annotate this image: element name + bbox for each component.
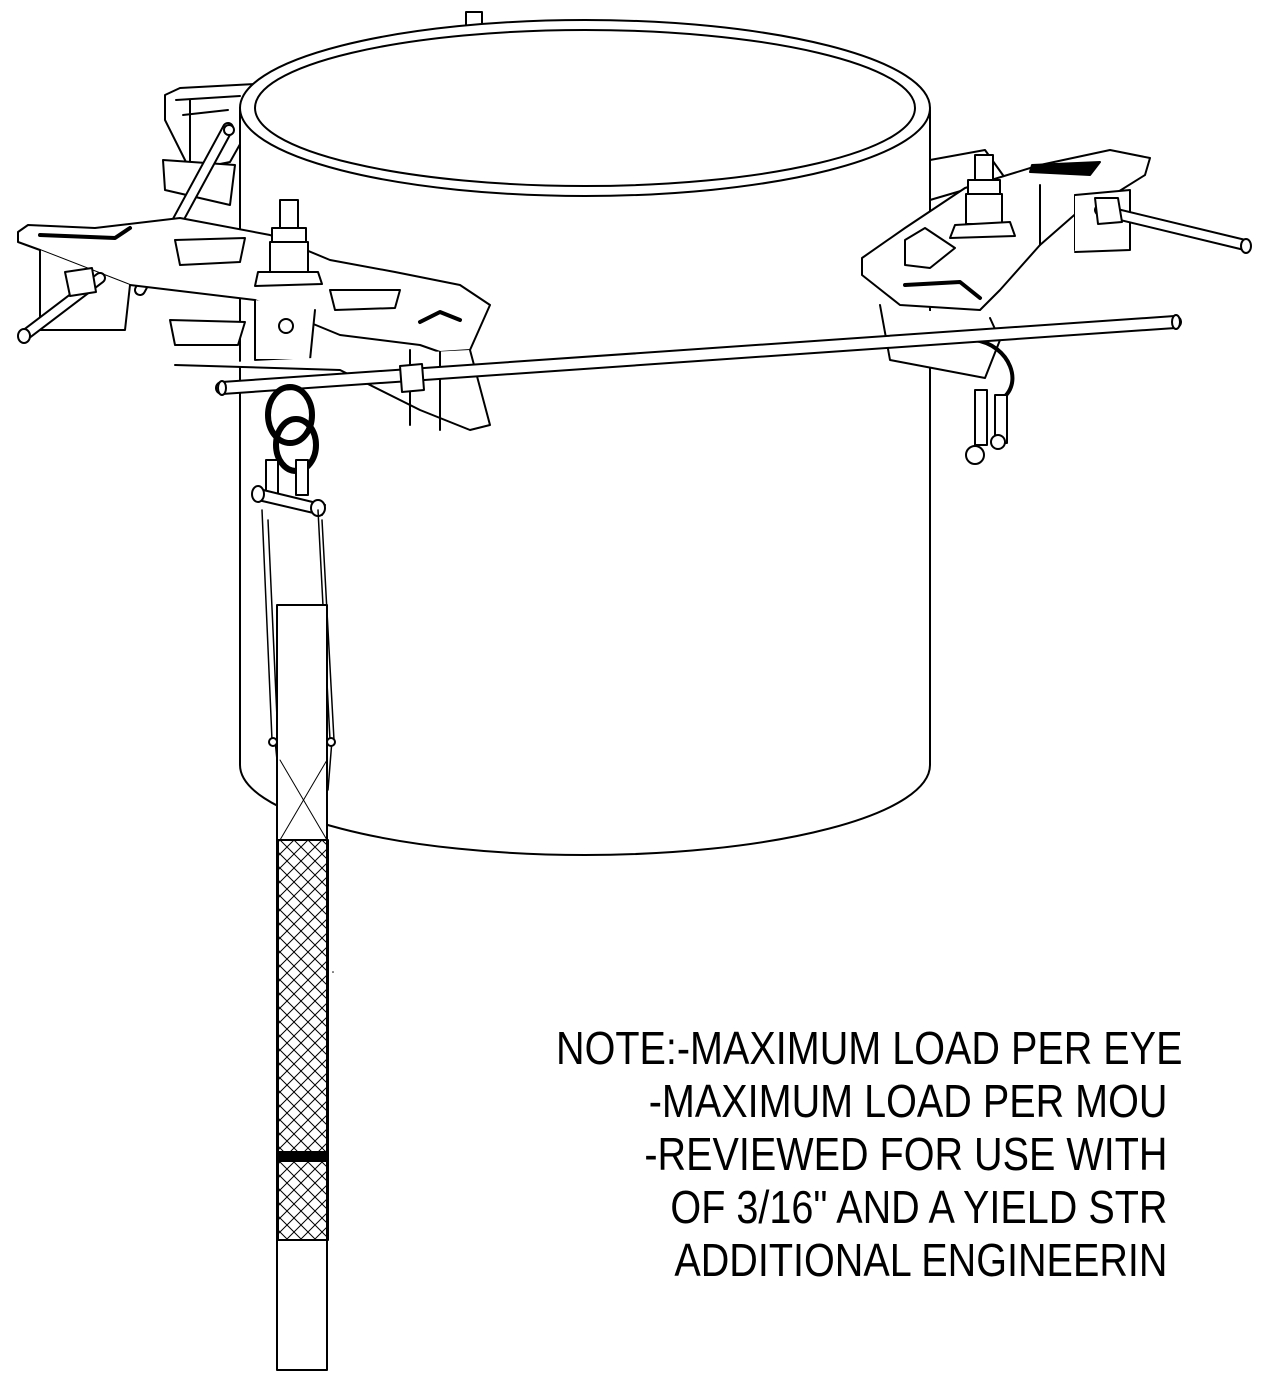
note-line-5: ADDITIONAL ENGINEERIN — [556, 1234, 1167, 1287]
note-text: -MAXIMUM LOAD PER EYE — [676, 1022, 1183, 1074]
note-line-1: NOTE:-MAXIMUM LOAD PER EYE — [556, 1022, 1182, 1075]
note-line-4: OF 3/16" AND A YIELD STR — [556, 1181, 1167, 1234]
note-text: ADDITIONAL ENGINEERIN — [674, 1234, 1168, 1286]
front-rod — [215, 314, 1182, 396]
note-line-3: -REVIEWED FOR USE WITH — [556, 1128, 1167, 1181]
note-text: -MAXIMUM LOAD PER MOU — [648, 1075, 1168, 1127]
note-text: OF 3/16" AND A YIELD STR — [670, 1181, 1168, 1233]
note-label: NOTE: — [556, 1022, 677, 1074]
note-text: -REVIEWED FOR USE WITH — [644, 1128, 1168, 1180]
pole-cylinder — [239, 19, 931, 856]
left-bracket — [17, 199, 491, 431]
engineering-note: NOTE:-MAXIMUM LOAD PER EYE -MAXIMUM LOAD… — [556, 1022, 1182, 1287]
cable-grip — [261, 509, 336, 1371]
note-line-2: -MAXIMUM LOAD PER MOU — [556, 1075, 1168, 1128]
drawing-dots — [332, 971, 334, 973]
